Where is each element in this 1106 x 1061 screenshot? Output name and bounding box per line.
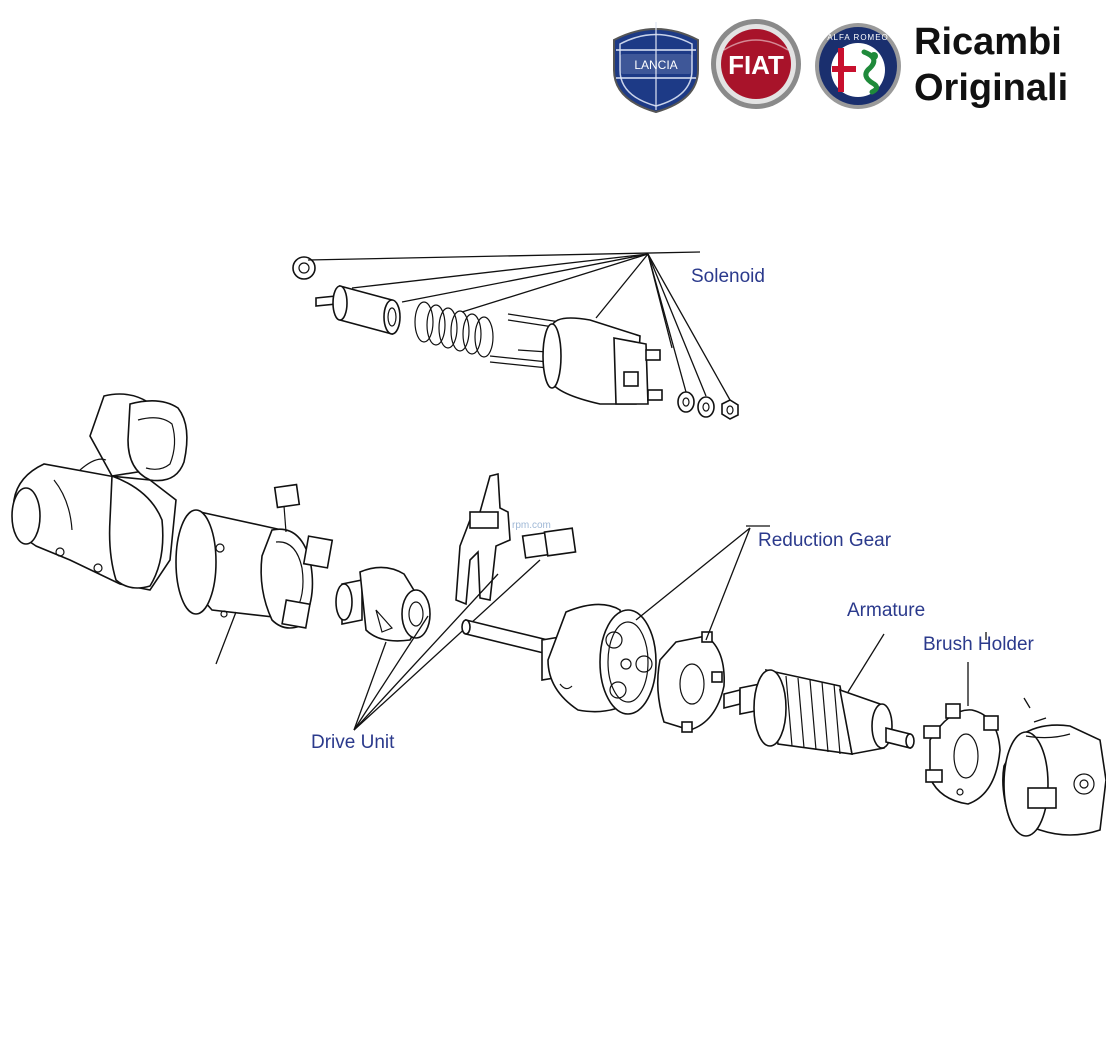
label-solenoid: Solenoid [691, 266, 765, 287]
solenoid-spring [414, 301, 494, 358]
shift-fork [455, 472, 577, 606]
lancia-logo: LANCIA [613, 22, 699, 114]
solenoid-group [292, 251, 739, 420]
solenoid-leaders [307, 251, 731, 401]
label-reduction-gear: Reduction Gear [758, 530, 892, 551]
label-armature: Armature [847, 600, 925, 621]
brand-line-1: Ricambi [914, 21, 1062, 63]
brand-line-2: Originali [914, 67, 1068, 109]
yoke-frame [175, 483, 334, 665]
alfa-romeo-logo: ALFA ROMEO [815, 23, 901, 109]
lancia-logo-text: LANCIA [634, 58, 677, 72]
reduction-gear-housing [547, 603, 657, 715]
armature [723, 633, 915, 755]
drive-unit-leaders [353, 559, 541, 731]
header-logos: LANCIA FIAT ALFA ROMEO Ricambi Originali [613, 19, 1068, 114]
solenoid-cap [292, 256, 316, 280]
fiat-logo: FIAT [711, 19, 801, 109]
drive-end-housing [11, 393, 188, 591]
alfa-romeo-logo-text: ALFA ROMEO [827, 33, 889, 42]
solenoid-body [489, 313, 663, 405]
part-labels: Solenoid Reduction Gear Armature Brush H… [311, 266, 1035, 753]
commutator-end-cover [1002, 697, 1106, 837]
reduction-gear-leaders [635, 525, 770, 641]
label-drive-unit: Drive Unit [311, 732, 395, 753]
label-brush-holder: Brush Holder [923, 634, 1035, 655]
solenoid-washers [677, 391, 739, 420]
brush-holder [923, 632, 1001, 805]
drive-pinion [335, 566, 431, 642]
fiat-logo-text: FIAT [728, 50, 784, 80]
armature-windings [785, 675, 841, 755]
watermark-text: rpm.com [512, 520, 551, 531]
planet-gears [605, 631, 653, 699]
solenoid-plunger [315, 284, 401, 336]
reduction-ring-plate [656, 631, 725, 733]
